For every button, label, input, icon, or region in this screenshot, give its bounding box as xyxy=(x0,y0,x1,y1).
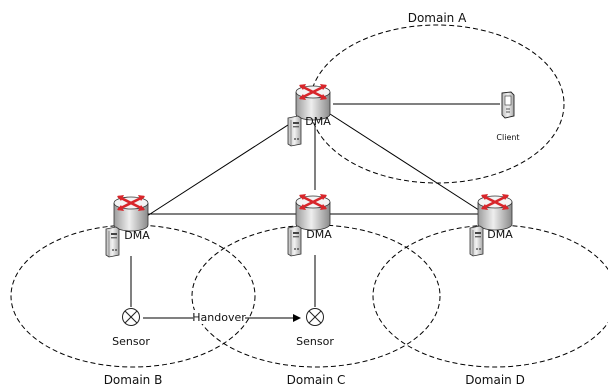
sensor-right: Sensor xyxy=(296,308,334,348)
client-label: Client xyxy=(496,133,519,142)
handover-label: Handover xyxy=(192,311,246,324)
server-icon xyxy=(105,226,120,258)
domain-b-label: Domain B xyxy=(104,373,163,387)
handover-label-bg xyxy=(193,310,245,324)
sensor-left: Sensor xyxy=(112,308,150,348)
sensor-icon xyxy=(122,308,140,326)
dma-center-label: DMA xyxy=(306,228,332,241)
domain-d-boundary xyxy=(372,224,608,368)
domain-c-label: Domain C xyxy=(287,373,346,387)
sensor-icon xyxy=(306,308,324,326)
link-top-right xyxy=(329,113,486,215)
router-icon xyxy=(476,192,514,232)
dma-right-label: DMA xyxy=(487,228,513,241)
domain-a-label: Domain A xyxy=(408,11,467,25)
client-phone: Client xyxy=(496,91,520,142)
link-top-left xyxy=(146,113,306,217)
router-icon xyxy=(112,193,150,233)
phone-icon xyxy=(501,91,515,119)
dma-right-router: DMA xyxy=(469,192,514,257)
dma-top-label: DMA xyxy=(305,115,331,128)
domain-b-boundary xyxy=(10,224,256,368)
router-icon xyxy=(294,192,332,232)
connections xyxy=(130,103,500,307)
dma-center-router: DMA xyxy=(287,192,332,257)
dma-left-label: DMA xyxy=(124,229,150,242)
server-icon xyxy=(287,115,302,147)
sensor-right-label: Sensor xyxy=(296,335,334,348)
domain-d-label: Domain D xyxy=(465,373,525,387)
server-icon xyxy=(469,225,484,257)
sensor-left-label: Sensor xyxy=(112,335,150,348)
server-icon xyxy=(287,225,302,257)
dma-top-router: DMA xyxy=(287,82,332,147)
dma-left-router: DMA xyxy=(105,193,150,258)
